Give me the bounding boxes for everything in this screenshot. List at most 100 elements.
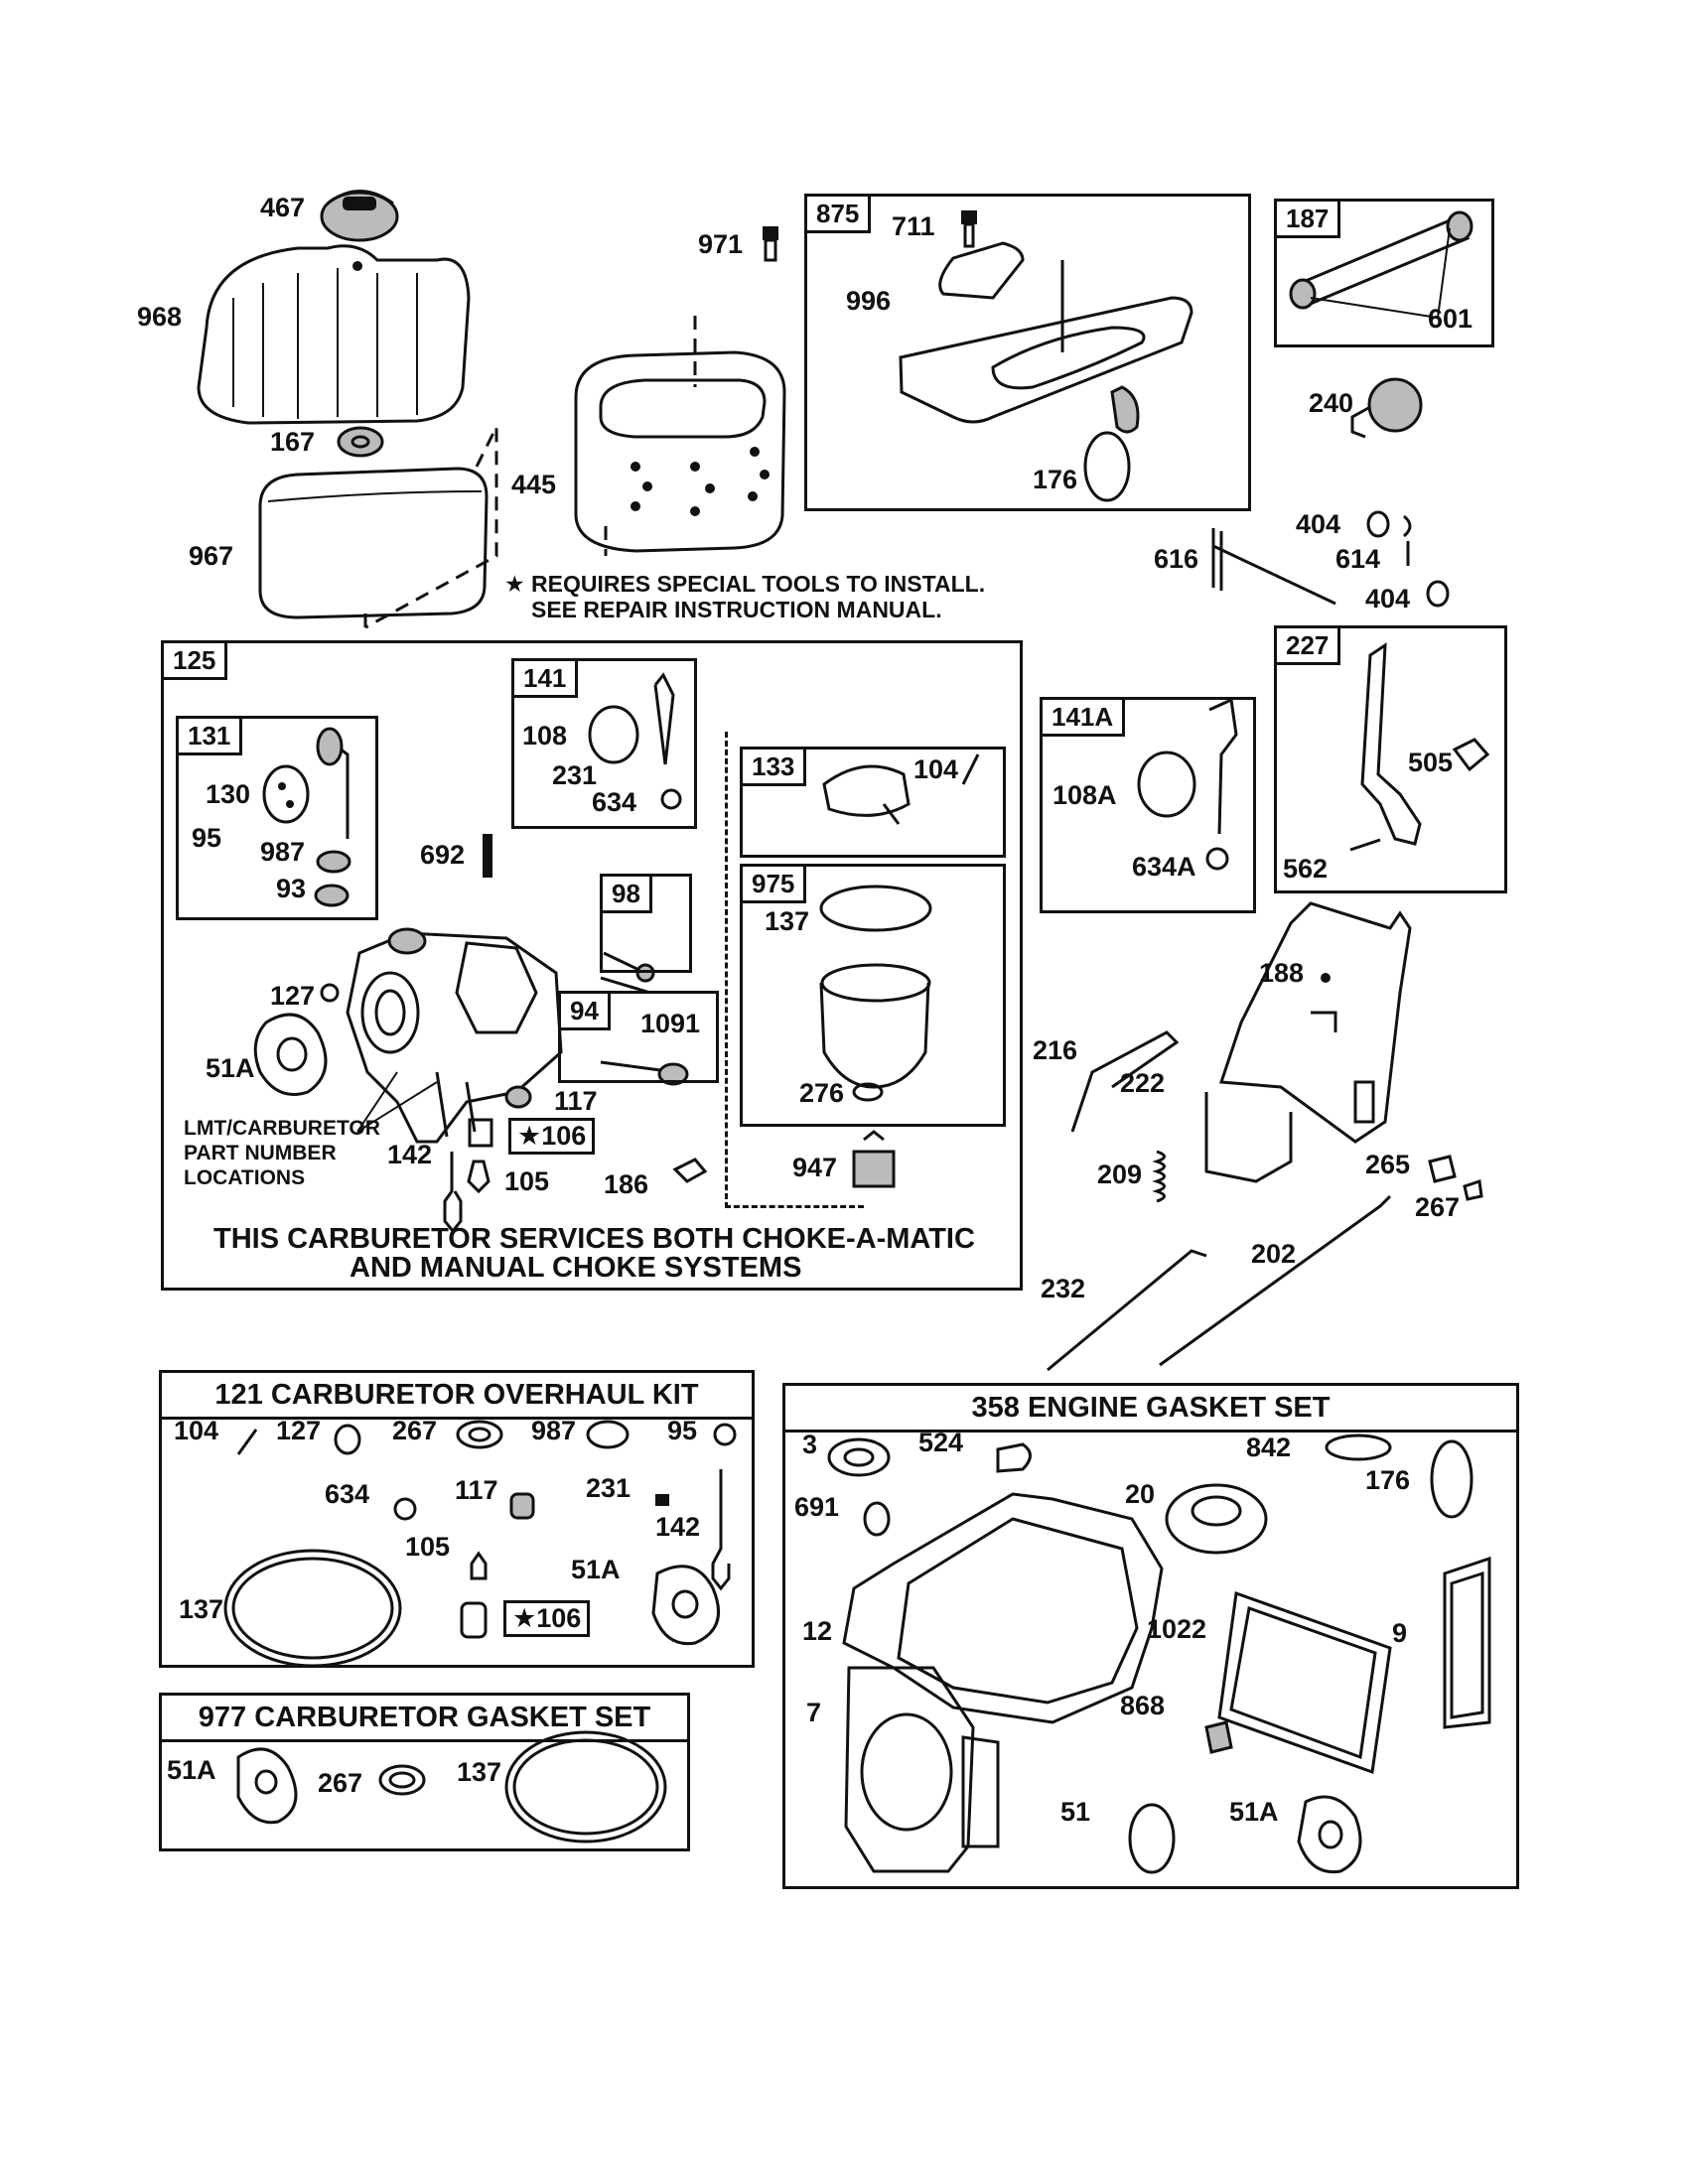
cover-968-drawing (197, 244, 471, 425)
engine-part-20: 20 (1125, 1479, 1156, 1509)
kit-part-634: 634 (325, 1479, 370, 1509)
box-141-label: 141 (514, 661, 579, 698)
overhaul-kit-title: 121 CARBURETOR OVERHAUL KIT (162, 1373, 752, 1420)
part-93: 93 (276, 874, 307, 903)
box-98-label: 98 (603, 877, 652, 913)
kit-part-105: 105 (405, 1532, 451, 1562)
carb-gasket-set-title: 977 CARBURETOR GASKET SET (162, 1696, 687, 1742)
part-404-top: 404 (1296, 509, 1341, 539)
filter-445-drawing (574, 350, 786, 553)
kit-part-127: 127 (276, 1416, 322, 1445)
part-186: 186 (604, 1169, 649, 1199)
part-1091: 1091 (640, 1009, 701, 1038)
part-692: 692 (420, 840, 466, 870)
kit-part-231: 231 (586, 1473, 632, 1503)
carburetor-body-drawing (346, 834, 689, 1144)
part-505: 505 (1408, 748, 1454, 777)
part-130: 130 (206, 779, 251, 809)
box-98: 98 (600, 874, 692, 973)
part-222: 222 (1120, 1068, 1166, 1098)
base-875-drawing (899, 210, 1193, 502)
part-232: 232 (1041, 1274, 1086, 1303)
part-601: 601 (1428, 304, 1474, 334)
part-996: 996 (846, 286, 892, 316)
part-947: 947 (792, 1153, 838, 1182)
box-141a-label: 141A (1043, 700, 1126, 737)
kit-part-106: ★106 (503, 1600, 591, 1637)
part-117: 117 (554, 1086, 598, 1116)
part-404-bottom: 404 (1365, 584, 1411, 614)
engine-part-7: 7 (806, 1698, 822, 1727)
part-231: 231 (552, 760, 598, 790)
engine-gasket-set-title: 358 ENGINE GASKET SET (785, 1386, 1516, 1433)
grommet-240-drawing (1350, 377, 1423, 439)
engine-part-9: 9 (1392, 1618, 1408, 1648)
kit-part-267: 267 (392, 1416, 438, 1445)
engine-gasket-set-box: 358 ENGINE GASKET SET (782, 1383, 1519, 1889)
box-187: 187 (1274, 199, 1494, 347)
small-parts-125-drawing (320, 983, 708, 1234)
gasket-part-51a: 51A (167, 1755, 216, 1785)
engine-part-51a: 51A (1229, 1797, 1279, 1827)
engine-part-868: 868 (1120, 1691, 1166, 1720)
bracket-188-drawing (1204, 901, 1412, 1183)
part-106: ★106 (508, 1118, 596, 1155)
lmt-note-line3: LOCATIONS (184, 1166, 306, 1189)
box-133: 133 (740, 747, 1006, 858)
gasket-part-137: 137 (457, 1757, 502, 1787)
bowl-975-drawing (819, 885, 932, 1188)
part-95: 95 (192, 823, 222, 853)
part-167: 167 (270, 427, 316, 457)
engine-part-524: 524 (918, 1428, 964, 1457)
box-141: 141 (511, 658, 697, 829)
box-131: 131 (176, 716, 378, 920)
precleaner-967-drawing (258, 467, 489, 619)
bolt-971-drawing (763, 226, 778, 262)
lmt-note-line1: LMT/CARBURETOR (184, 1117, 380, 1140)
carburetor-note-line2: AND MANUAL CHOKE SYSTEMS (350, 1252, 802, 1284)
part-634a: 634A (1132, 852, 1196, 882)
kit-part-104: 104 (174, 1416, 219, 1445)
part-142: 142 (387, 1140, 433, 1169)
rod-616-drawing (1211, 510, 1450, 608)
special-tools-note: ★ REQUIRES SPECIAL TOOLS TO INSTALL. (504, 571, 986, 597)
box-141a: 141A (1040, 697, 1256, 913)
box-187-label: 187 (1277, 202, 1341, 238)
kit-part-51a: 51A (571, 1555, 621, 1584)
part-614: 614 (1335, 544, 1381, 574)
clip-133-drawing (822, 764, 911, 825)
part-967: 967 (189, 541, 234, 571)
box-227-label: 227 (1277, 628, 1341, 665)
engine-part-3: 3 (802, 1430, 818, 1459)
part-971: 971 (698, 229, 744, 259)
part-108: 108 (522, 721, 568, 751)
box-875-label: 875 (807, 197, 872, 233)
part-562: 562 (1283, 854, 1329, 884)
part-51a: 51A (206, 1053, 255, 1083)
part-265: 265 (1365, 1150, 1411, 1179)
part-276: 276 (799, 1078, 845, 1108)
part-104: 104 (913, 754, 959, 784)
part-137: 137 (765, 906, 810, 936)
part-467: 467 (260, 193, 306, 222)
engine-gasket-drawings (827, 1433, 1491, 1874)
engine-part-12: 12 (802, 1616, 833, 1646)
box-975-label: 975 (743, 867, 807, 903)
assembly-141a-drawing (1137, 697, 1238, 871)
flange-51a-drawing (253, 1013, 328, 1096)
part-188: 188 (1259, 958, 1305, 988)
box-875: 875 (804, 194, 1251, 511)
part-616: 616 (1154, 544, 1199, 574)
box-125: 125 (161, 640, 1023, 1291)
box-133-label: 133 (743, 750, 807, 786)
engine-part-1022: 1022 (1147, 1614, 1207, 1644)
part-108a: 108A (1052, 780, 1117, 810)
kit-part-142: 142 (655, 1512, 701, 1542)
overhaul-kit-box: 121 CARBURETOR OVERHAUL KIT (159, 1370, 755, 1668)
part-987: 987 (260, 837, 306, 867)
carb-gasket-set-box: 977 CARBURETOR GASKET SET (159, 1693, 690, 1851)
box-94-label: 94 (561, 994, 611, 1030)
gasket-set-drawings (236, 1730, 667, 1843)
